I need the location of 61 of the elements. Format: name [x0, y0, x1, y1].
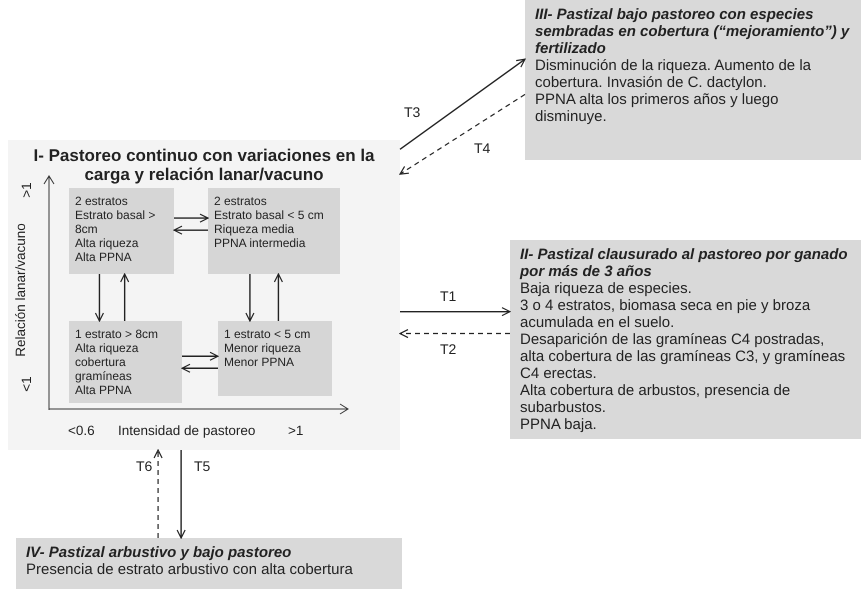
arrow	[94, 274, 104, 322]
arrow	[174, 214, 209, 223]
arrow	[400, 58, 526, 150]
state-box	[218, 321, 332, 396]
state-description: 3 o 4 estratos, biomasa seca en pie y broza acumulada en el suelo.	[520, 297, 812, 331]
arrow	[173, 226, 208, 235]
state-box	[69, 321, 182, 403]
state-heading: IV- Pastizal arbustivo y bajo pastoreo	[26, 544, 292, 561]
axis-label: <0.6	[68, 423, 95, 439]
state-box	[69, 188, 174, 274]
arrow	[182, 352, 219, 361]
arrow	[399, 94, 526, 175]
state-description: PPNA baja.	[520, 416, 598, 433]
axis-label: Intensidad de pastoreo	[118, 423, 256, 439]
state-text: Alta PPNA	[75, 250, 133, 264]
state-text: Estrato basal > 8cm	[75, 208, 156, 236]
state-text: cobertura gramíneas	[75, 355, 133, 383]
state-text: Menor riqueza	[224, 341, 302, 355]
state-description: Baja riqueza de especies.	[520, 280, 693, 297]
state-description: PPNA alta los primeros años y luego disminuye.	[535, 91, 780, 125]
state-heading: II- Pastizal clausurado al pastoreo por ganado por más de 3 años	[520, 246, 849, 280]
edge-label: T1	[440, 288, 456, 304]
axis-label: Relación lanar/vacuno	[13, 222, 29, 359]
arrow	[153, 449, 163, 538]
axis-label: >1	[19, 181, 35, 200]
state-text: 2 estratos	[75, 194, 129, 208]
state-description: Disminución de la riqueza. Aumento de la cobertura. Invasión de C. dactylon.	[535, 57, 812, 91]
arrow	[399, 328, 510, 338]
state-box	[208, 188, 340, 274]
state-box	[16, 538, 402, 589]
state-panel	[8, 140, 400, 450]
edge-label: T4	[474, 140, 490, 156]
arrow	[274, 273, 284, 321]
state-description: Desaparición de las gramíneas C4 postradas, alta cobertura de las gramíneas C3, y gramíneas C4 erectas.	[520, 331, 846, 382]
edge-label: T6	[136, 458, 152, 474]
edge-label: T5	[194, 458, 210, 474]
arrow	[245, 274, 255, 322]
state-text: Estrato basal < 5 cm	[214, 208, 325, 222]
arrow	[176, 450, 186, 539]
state-text: 1 estrato < 5 cm	[224, 327, 312, 341]
state-text: Riqueza media	[214, 222, 296, 236]
state-box	[525, 0, 861, 160]
state-heading: III- Pastizal bajo pastoreo con especies sembradas en cobertura (“mejoramiento”) y fertilizado	[535, 6, 851, 57]
state-text: Alta PPNA	[75, 383, 133, 397]
state-text: 2 estratos	[214, 194, 268, 208]
panel-heading: I- Pastoreo continuo con variaciones en la carga y relación lanar/vacuno	[32, 146, 376, 184]
arrow	[181, 364, 218, 373]
arrow	[400, 307, 511, 316]
axis-label: <1	[19, 375, 35, 394]
axis-label: >1	[288, 423, 304, 439]
state-text: Alta riqueza	[75, 236, 140, 250]
state-description: Alta cobertura de arbustos, presencia de subarbustos.	[520, 382, 792, 416]
state-box	[510, 240, 861, 439]
state-text: 1 estrato > 8cm	[75, 327, 160, 341]
state-text: PPNA intermedia	[214, 236, 306, 250]
edge-label: T2	[440, 341, 456, 357]
state-text: Menor PPNA	[224, 355, 296, 369]
edge-label: T3	[404, 104, 420, 120]
arrow	[120, 273, 130, 321]
state-text: Alta riqueza	[75, 341, 140, 355]
state-description: Presencia de estrato arbustivo con alta cobertura	[26, 561, 354, 578]
